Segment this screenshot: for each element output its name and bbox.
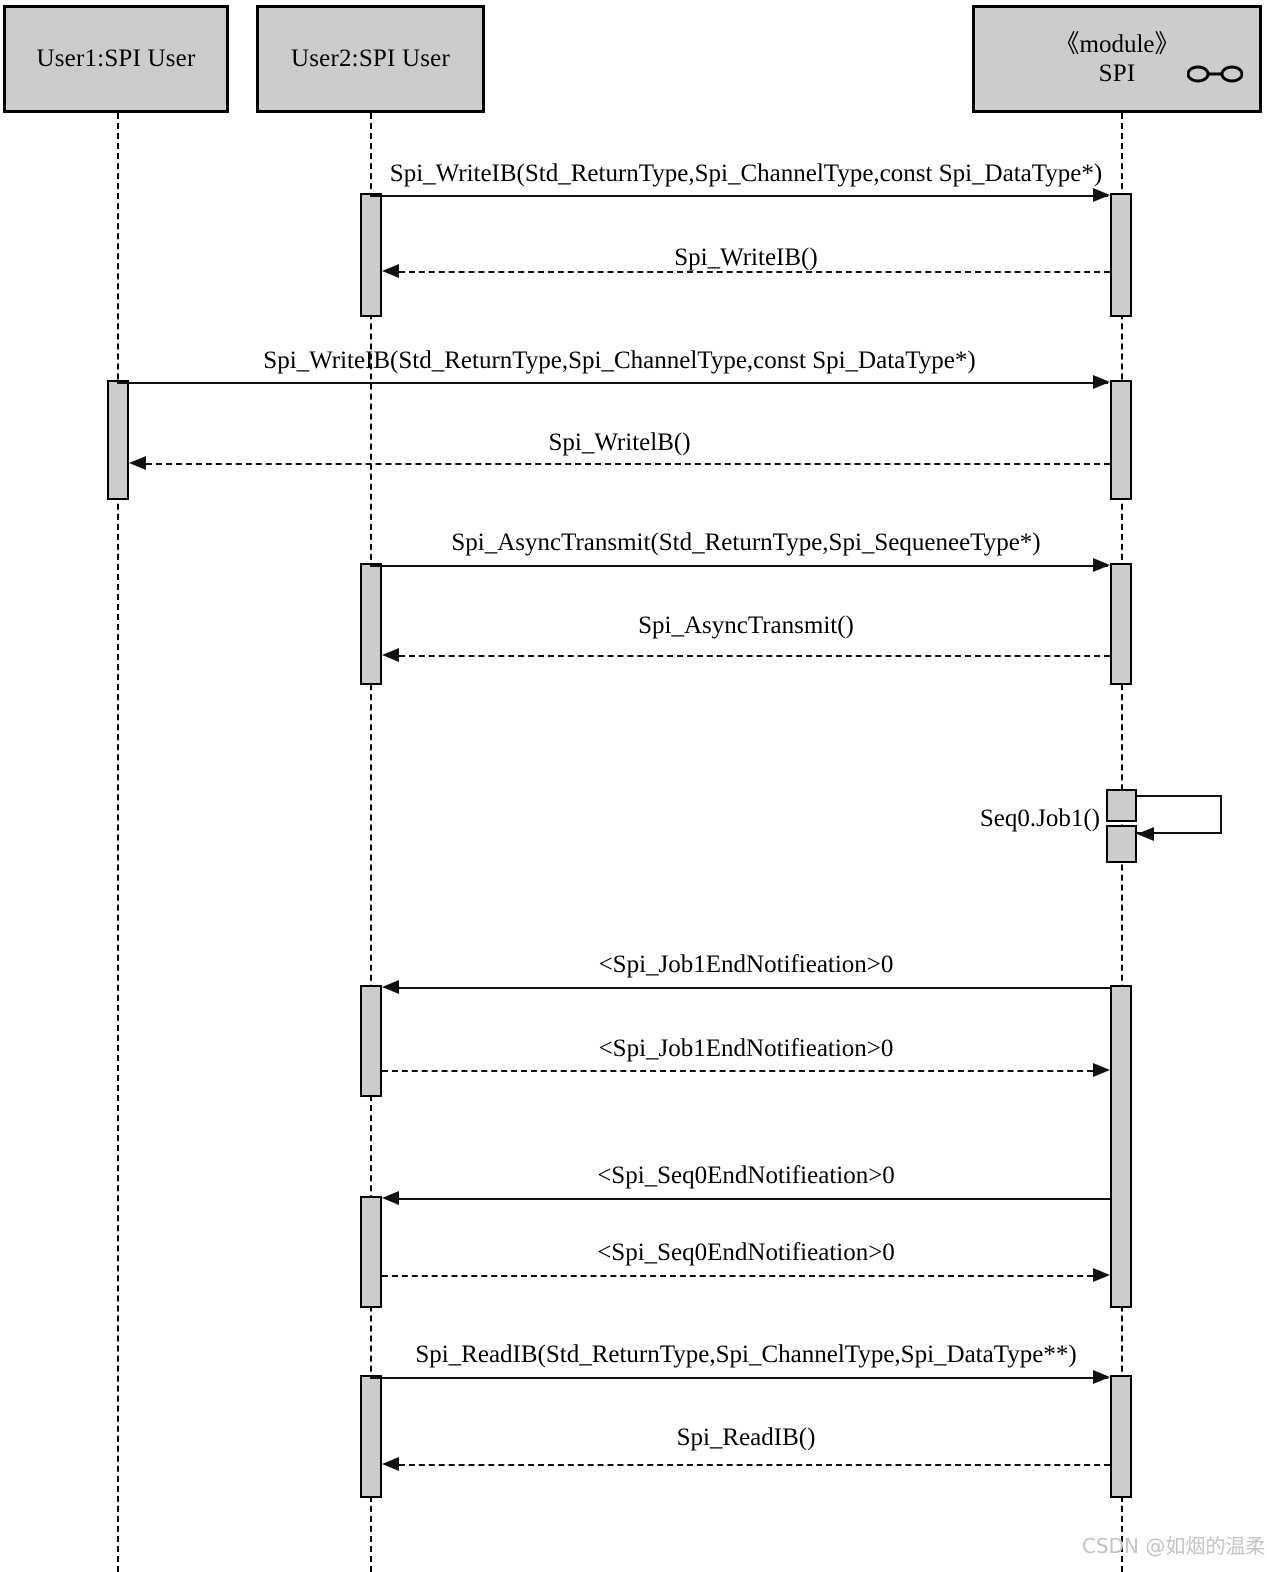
activation-spi-readib	[1110, 1375, 1132, 1498]
message-line-m13	[399, 1464, 1110, 1466]
activation-spi-notifications	[1110, 985, 1132, 1308]
message-label-m5: Spi_AsyncTransmit(Std_ReturnType,Spi_Seq…	[451, 529, 1041, 556]
message-label-m9: <Spi_Job1EndNotifieation>0	[598, 1035, 894, 1062]
message-line-m10	[399, 1198, 1110, 1200]
activation-spi-writeib-user1	[1110, 380, 1132, 500]
message-line-m3	[117, 382, 1108, 384]
message-arrowhead-m5	[1093, 558, 1110, 572]
message-arrowhead-m11	[1093, 1268, 1110, 1282]
message-label-m4: Spi_WritelB()	[548, 429, 691, 456]
activation-spi-seq0job1-upper	[1106, 789, 1137, 822]
message-label-m12: Spi_ReadIB(Std_ReturnType,Spi_ChannelTyp…	[415, 1341, 1077, 1368]
message-label-m13: Spi_ReadIB()	[676, 1424, 816, 1451]
message-label-m2: Spi_WriteIB()	[674, 244, 818, 271]
message-arrowhead-m8	[382, 980, 399, 994]
message-arrowhead-m10	[382, 1191, 399, 1205]
activation-user1-writeib	[107, 380, 129, 500]
message-line-m8	[399, 987, 1110, 989]
message-selfcall-m7	[1137, 795, 1222, 834]
activation-spi-writeib	[1110, 193, 1132, 317]
participant-user1[interactable]: User1:SPI User	[3, 5, 229, 113]
message-label-m3: Spi_WriteIB(Std_ReturnType,Spi_ChannelTy…	[263, 347, 976, 374]
message-label-m7: Seq0.Job1()	[979, 805, 1100, 832]
participant-user1-label: User1:SPI User	[36, 45, 196, 73]
message-arrowhead-m13	[382, 1457, 399, 1471]
message-arrowhead-m7	[1137, 827, 1154, 841]
participant-user2-label: User2:SPI User	[290, 45, 451, 73]
activation-spi-seq0job1-lower	[1106, 825, 1137, 863]
activation-spi-asynctransmit	[1110, 563, 1132, 685]
message-arrowhead-m12	[1093, 1370, 1110, 1384]
lifeline-user2	[370, 113, 372, 1572]
message-arrowhead-m2	[382, 264, 399, 278]
activation-user2-asynctransmit	[360, 563, 382, 685]
activation-user2-readib	[360, 1375, 382, 1498]
message-line-m2	[399, 271, 1110, 273]
message-line-m12	[370, 1377, 1108, 1379]
message-line-m9	[382, 1070, 1093, 1072]
message-label-m11: <Spi_Seq0EndNotifieation>0	[597, 1239, 895, 1266]
csdn-watermark: CSDN @如烟的温柔	[1082, 1534, 1266, 1558]
participant-user2[interactable]: User2:SPI User	[256, 5, 485, 113]
message-line-m6	[399, 655, 1110, 657]
component-icon	[1187, 65, 1243, 83]
message-arrowhead-m9	[1093, 1063, 1110, 1077]
participant-spi-stereotype: 《module》	[1054, 30, 1180, 58]
message-line-m1	[370, 195, 1108, 197]
activation-user2-job1end	[360, 985, 382, 1097]
message-label-m6: Spi_AsyncTransmit()	[638, 612, 854, 639]
participant-spi-module[interactable]: 《module》 SPI	[972, 5, 1262, 113]
message-arrowhead-m6	[382, 648, 399, 662]
message-label-m1: Spi_WriteIB(Std_ReturnType,Spi_ChannelTy…	[389, 160, 1103, 187]
activation-user2-writeib	[360, 193, 382, 317]
activation-user2-seq0end	[360, 1196, 382, 1308]
message-line-m4	[146, 463, 1110, 465]
message-arrowhead-m3	[1093, 375, 1110, 389]
message-line-m11	[382, 1275, 1093, 1277]
lifeline-user1	[117, 113, 119, 1572]
message-line-m5	[370, 565, 1108, 567]
message-label-m8: <Spi_Job1EndNotifieation>0	[598, 951, 894, 978]
message-label-m10: <Spi_Seq0EndNotifieation>0	[597, 1162, 895, 1189]
message-arrowhead-m1	[1093, 188, 1110, 202]
participant-spi-label: SPI	[1098, 60, 1136, 87]
message-arrowhead-m4	[129, 456, 146, 470]
